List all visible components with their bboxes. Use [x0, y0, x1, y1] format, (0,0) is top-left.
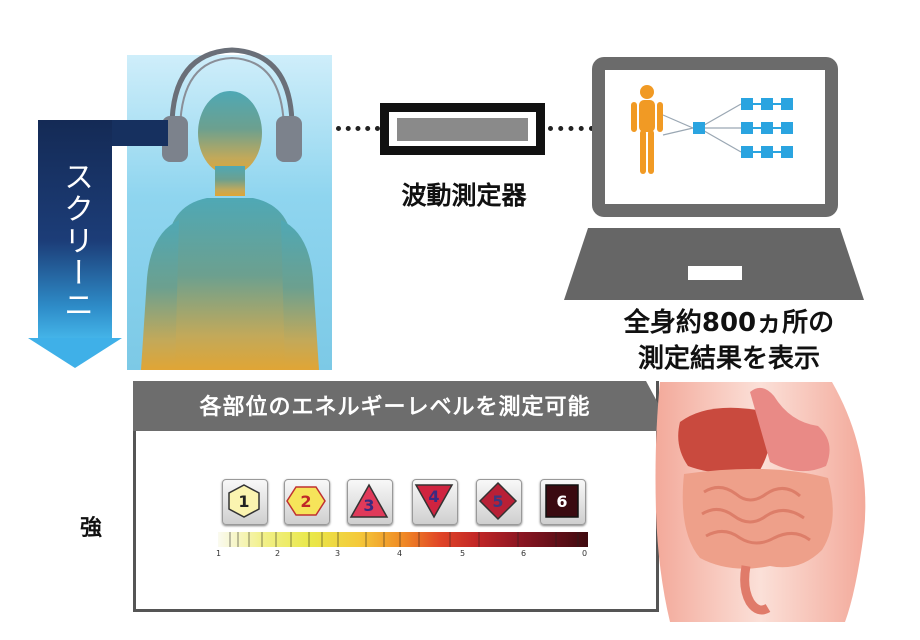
level-number-1: 1: [238, 492, 250, 511]
level-number-5: 5: [492, 492, 504, 511]
scale-tick-1: 1: [216, 549, 222, 558]
level-number-3: 3: [363, 496, 375, 515]
connector-dots-left: [336, 126, 380, 131]
result-description: 全身約800ヵ所の 測定結果を表示: [584, 305, 874, 377]
square-level-icon: [545, 484, 579, 518]
human-silhouette-icon: [141, 91, 319, 370]
scale-tick-3: 3: [335, 549, 341, 558]
keyboard-icon: [564, 228, 864, 300]
hexagon-level-icon: [228, 484, 260, 518]
keyboard-trackpad: [688, 266, 742, 280]
energy-panel-title: 各部位のエネルギーレベルを測定可能: [199, 395, 591, 420]
screening-arrow-head: [28, 338, 122, 368]
scale-tick-5: 5: [460, 549, 466, 558]
level-number-6: 6: [556, 492, 568, 511]
scale-bar-lines: [229, 532, 579, 547]
digestive-organs-icon: [655, 382, 866, 622]
device-display: [397, 118, 528, 141]
triangle-down-level-icon: [414, 484, 454, 519]
device-label: 波動測定器: [401, 181, 527, 210]
triangle-up-level-icon: [349, 483, 389, 518]
level-number-4: 4: [428, 487, 440, 506]
body-figure-icon: [631, 85, 793, 174]
level-number-2: 2: [300, 492, 312, 511]
scale-tick-2: 2: [275, 549, 281, 558]
screening-label: スクリーニング: [0, 160, 93, 321]
energy-scale-bar: [218, 532, 588, 547]
connector-dots-right: [548, 126, 594, 131]
result-line-1: 全身約800ヵ所の: [623, 308, 835, 338]
scale-tick-0: 0: [582, 549, 588, 558]
result-line-2: 測定結果を表示: [637, 344, 820, 374]
diamond-level-icon: [478, 481, 518, 521]
hexagon-wide-level-icon: [286, 486, 326, 516]
headphones-icon: [162, 47, 302, 162]
scale-tick-4: 4: [397, 549, 403, 558]
screening-arrow: [38, 120, 112, 340]
scale-tick-6: 6: [521, 549, 527, 558]
energy-panel-header: [133, 381, 673, 431]
strength-label: 強: [80, 516, 103, 541]
